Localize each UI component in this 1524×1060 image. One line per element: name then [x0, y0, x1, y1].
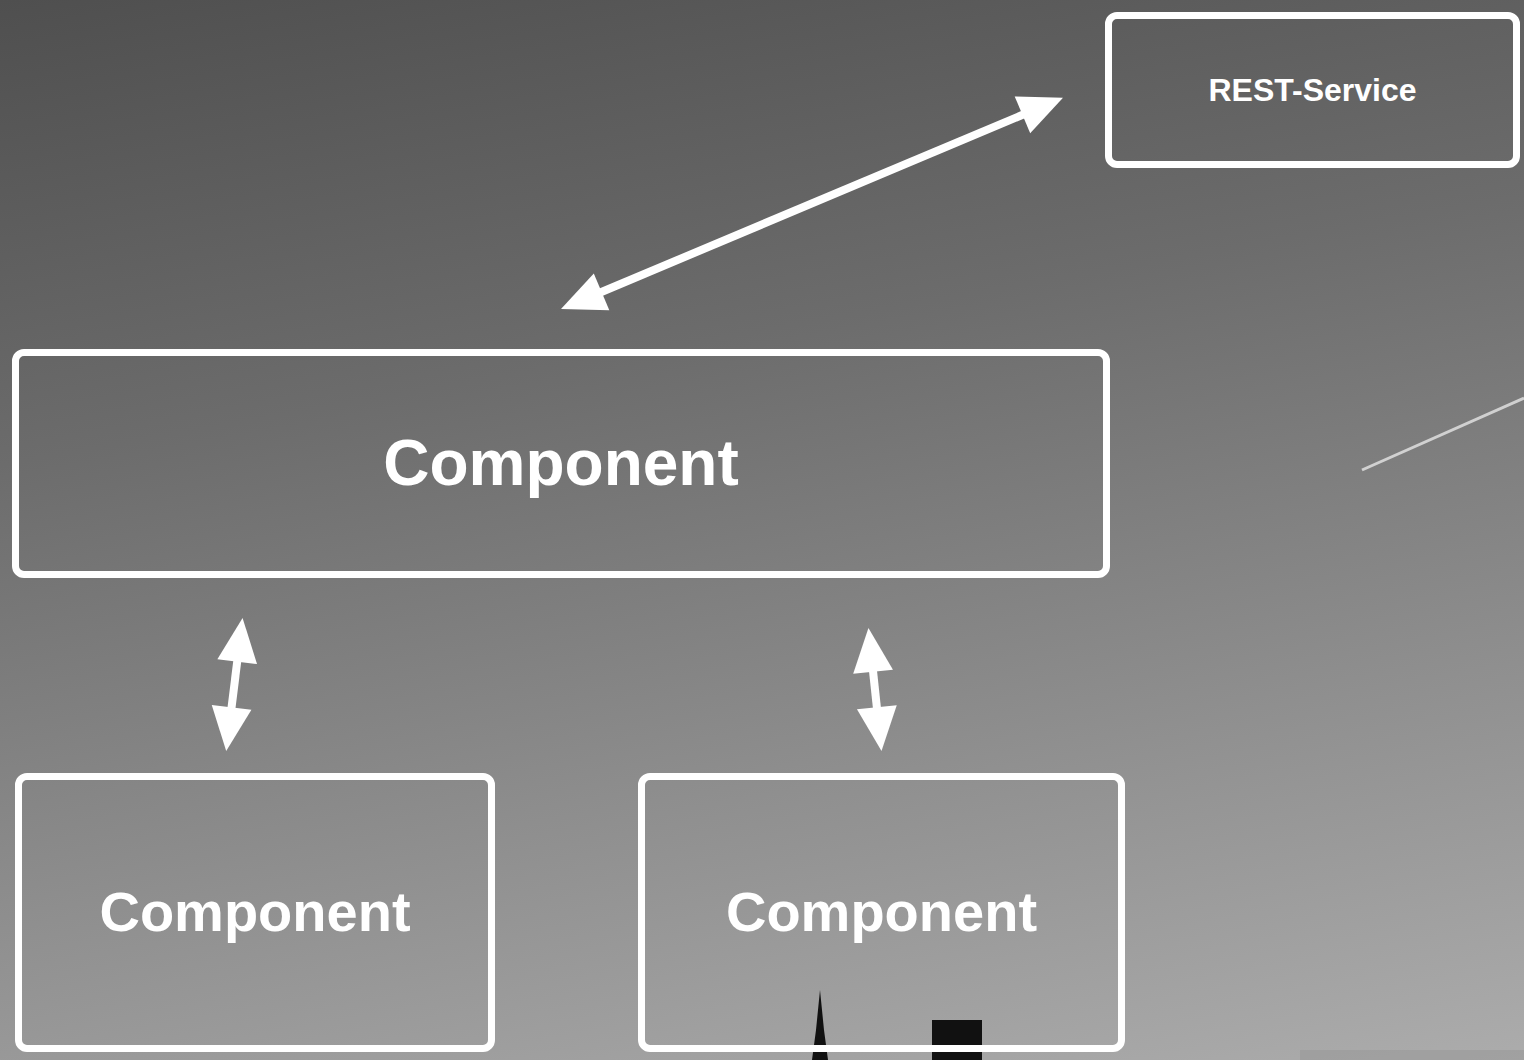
component-box: Component — [15, 773, 495, 1052]
node-label: REST-Service — [1208, 72, 1416, 109]
arrowhead — [1015, 96, 1063, 133]
arrow-shaft — [231, 658, 238, 712]
node-label: Component — [726, 880, 1037, 944]
node-content: Component — [99, 880, 410, 944]
arrow-shaft — [873, 668, 878, 711]
double-arrow — [561, 96, 1063, 310]
component-box: Component — [12, 349, 1110, 578]
node-content: Component — [383, 427, 739, 501]
arrowhead — [561, 274, 609, 311]
skyline-building — [932, 1020, 982, 1060]
skyline-haze — [1300, 1050, 1524, 1060]
node-content: REST-Service — [1208, 72, 1416, 109]
double-arrow — [212, 618, 257, 751]
node-content: Component — [726, 880, 1037, 944]
arrowhead — [212, 705, 252, 751]
service-box: REST-Service — [1105, 12, 1520, 168]
arrowhead — [217, 618, 257, 664]
arrow-shaft — [598, 113, 1026, 293]
arrowhead — [853, 628, 893, 674]
component-box: Component — [638, 773, 1125, 1052]
double-arrow — [853, 628, 897, 751]
arrowhead — [857, 705, 897, 751]
contrail — [1362, 398, 1524, 470]
node-label: Component — [383, 427, 739, 501]
node-label: Component — [99, 880, 410, 944]
